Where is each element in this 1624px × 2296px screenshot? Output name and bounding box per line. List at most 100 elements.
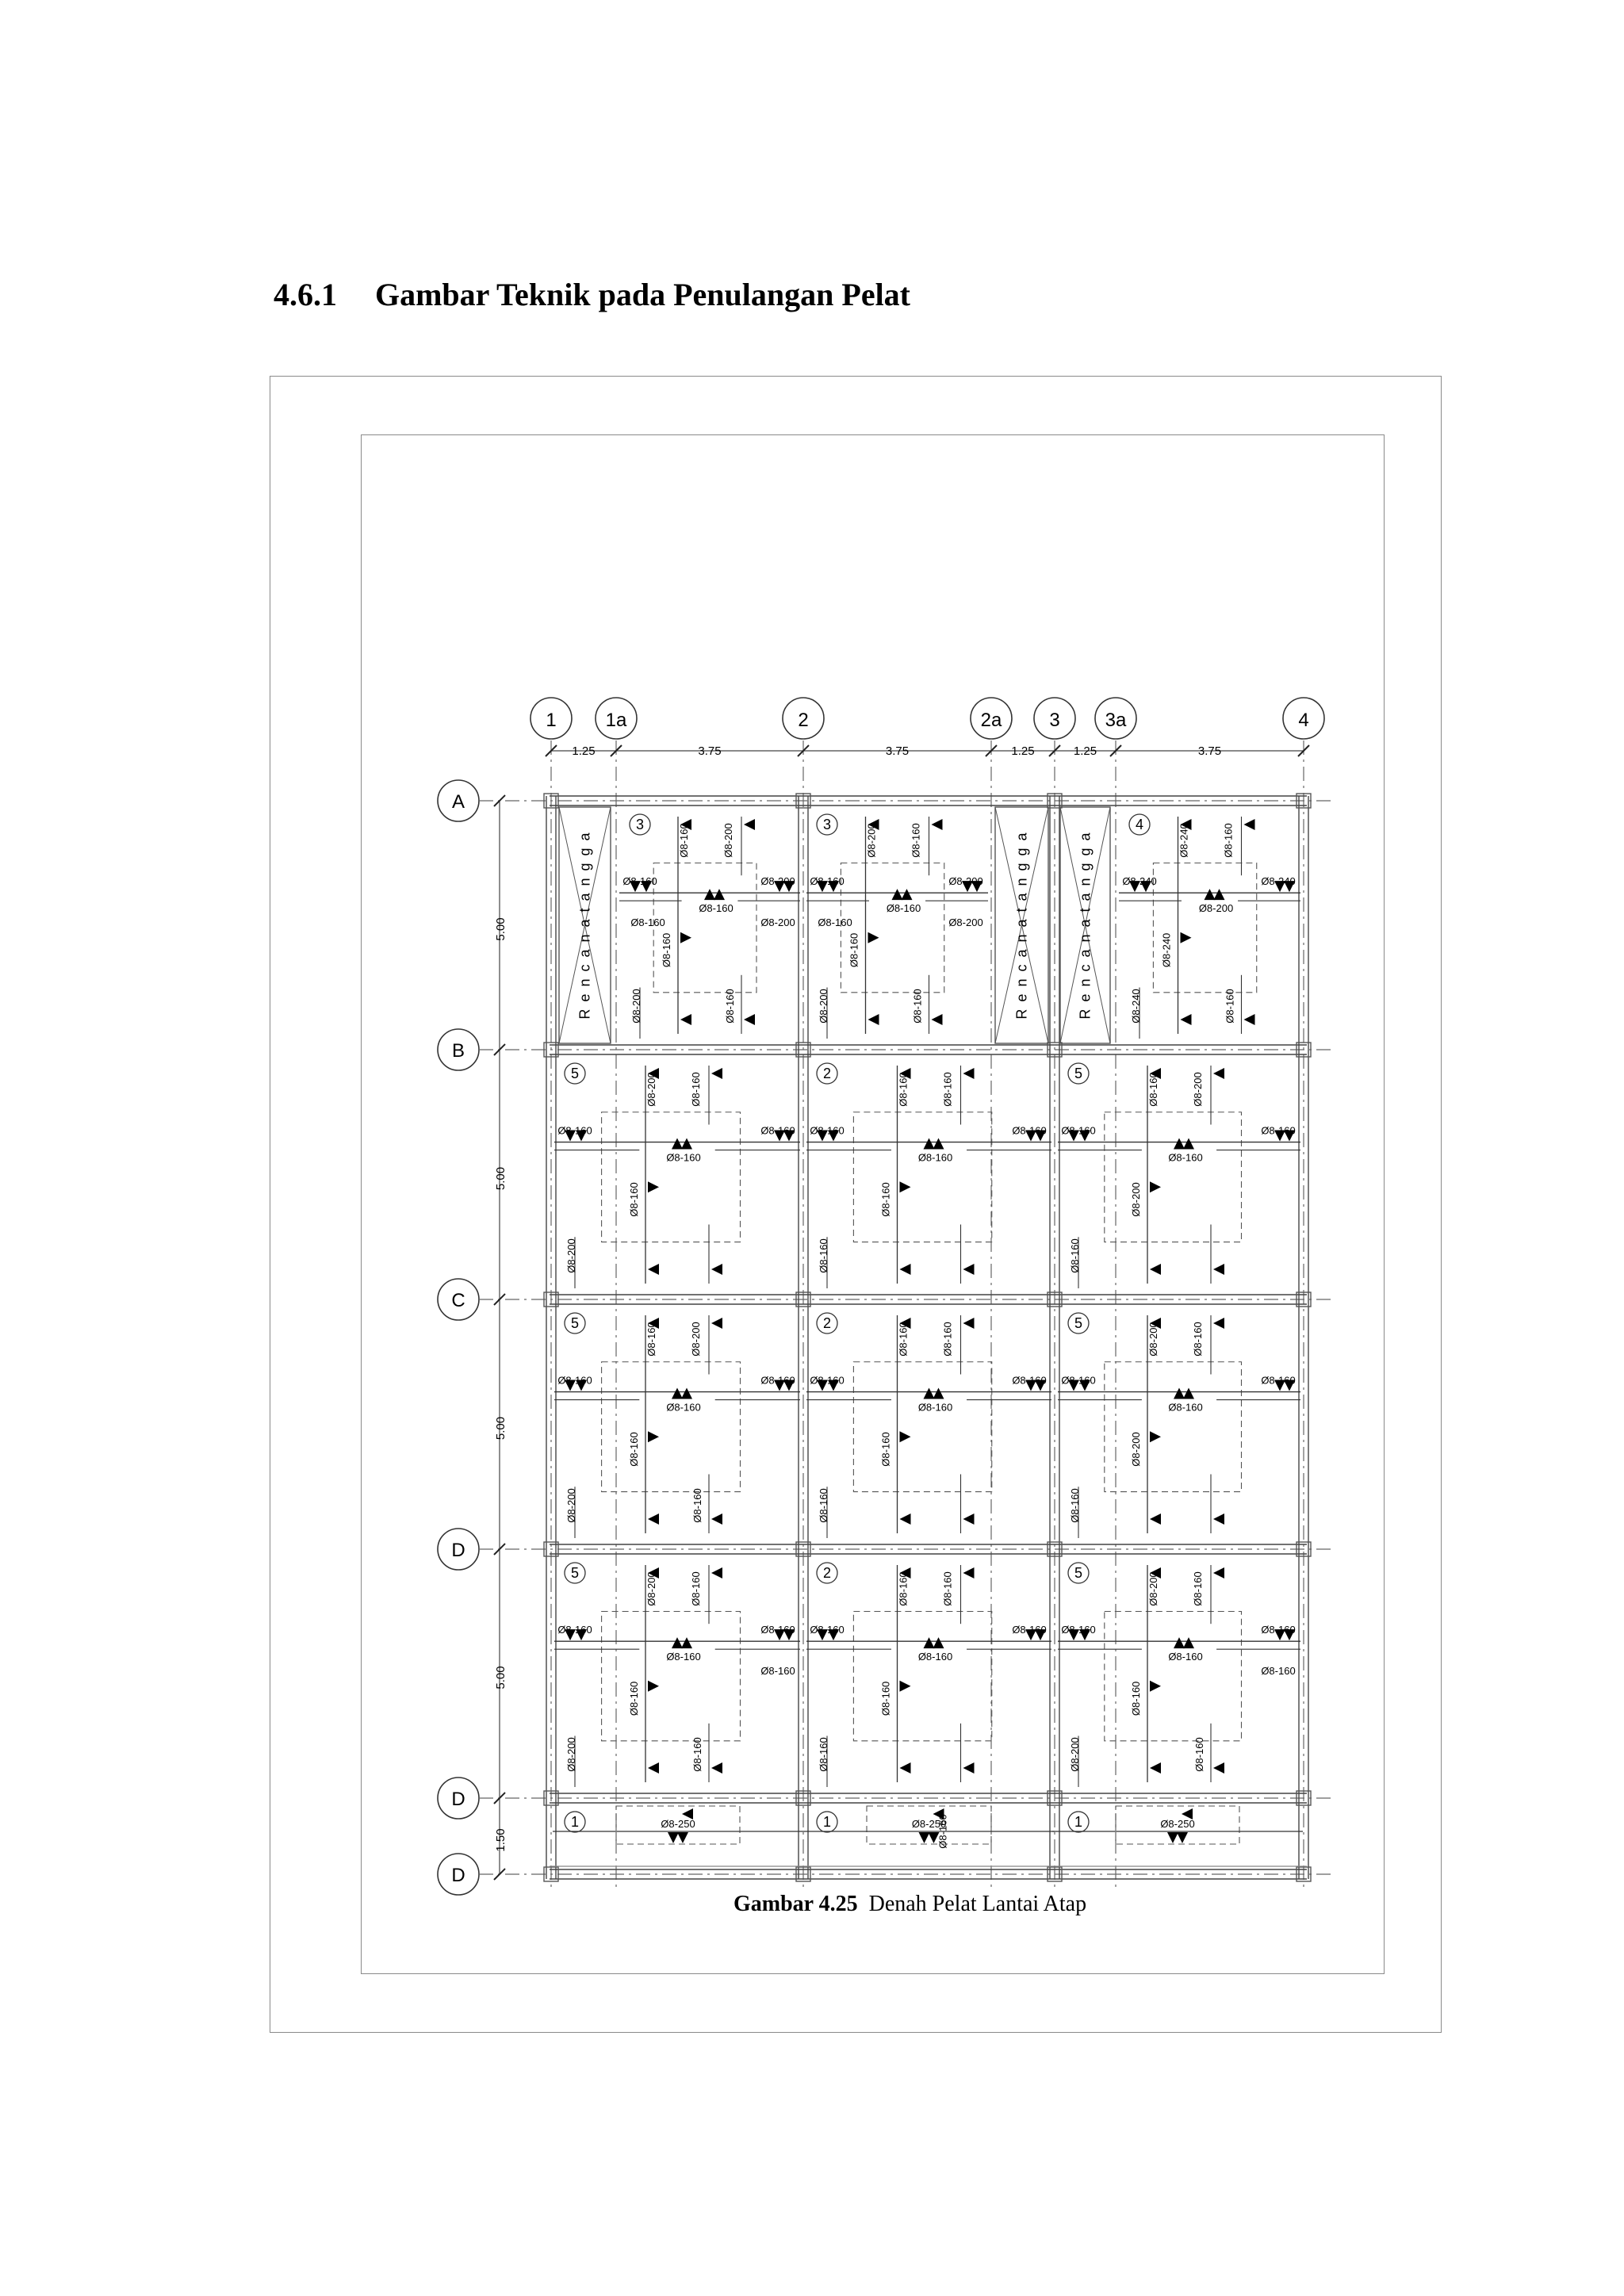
rebar-arrow bbox=[1150, 1068, 1161, 1079]
rebar-arrow bbox=[1284, 881, 1295, 893]
rebar-arrow bbox=[1079, 1629, 1090, 1641]
rebar-arrow bbox=[648, 1513, 659, 1525]
rebar-arrow bbox=[744, 1014, 755, 1025]
rebar-arrow bbox=[641, 881, 652, 893]
rebar-label: Ø8-160 bbox=[1130, 1682, 1142, 1716]
rebar-label: Ø8-160 bbox=[1192, 1571, 1204, 1605]
rebar-arrow bbox=[682, 1808, 693, 1820]
panel-type-bubble bbox=[816, 1312, 838, 1334]
rebar-arrow bbox=[680, 932, 691, 943]
column-grid-bubble bbox=[1282, 697, 1325, 740]
rebar-arrow bbox=[963, 1762, 975, 1774]
rebar-arrow bbox=[1213, 1513, 1224, 1525]
rebar-arrow bbox=[1213, 1567, 1224, 1578]
panel-type-label: 2 bbox=[823, 1565, 831, 1581]
rebar-label: Ø8-160 bbox=[1224, 989, 1236, 1023]
rebar-label: Ø8-160 bbox=[937, 1814, 949, 1848]
rebar-label: Ø8-160 bbox=[691, 1737, 703, 1771]
column-dim-label: 3.75 bbox=[1198, 744, 1221, 758]
rebar-label: Ø8-160 bbox=[898, 1322, 910, 1356]
rebar-label: Ø8-200 bbox=[645, 1072, 657, 1106]
panel-type-bubble bbox=[1128, 813, 1151, 836]
rebar-label: Ø8-160 bbox=[690, 1072, 702, 1106]
rebar-label: Ø8-200 bbox=[1199, 902, 1233, 914]
rebar-arrow bbox=[817, 1629, 828, 1641]
rebar-arrow bbox=[828, 1629, 839, 1641]
panel-type-bubble bbox=[816, 813, 838, 836]
stair-opening bbox=[1059, 806, 1111, 1044]
row-grid-label: C bbox=[451, 1290, 465, 1311]
rebar-arrow bbox=[817, 881, 828, 893]
rebar-label: Ø8-200 bbox=[760, 916, 795, 928]
panel-type-label: 5 bbox=[1074, 1315, 1082, 1331]
rebar-arrow bbox=[1025, 1130, 1036, 1142]
column-square bbox=[1296, 793, 1312, 809]
middle-strip-zone bbox=[1104, 1610, 1243, 1742]
panel-type-label: 2 bbox=[823, 1315, 831, 1331]
rebar-arrow bbox=[899, 1068, 911, 1079]
column-dim-label: 1.25 bbox=[572, 744, 595, 758]
rebar-label: Ø8-160 bbox=[760, 1375, 795, 1387]
rebar-arrow bbox=[565, 1629, 576, 1641]
column-grid-bubble bbox=[970, 697, 1013, 740]
rebar-arrow bbox=[1150, 1181, 1161, 1193]
inner-frame bbox=[361, 434, 1385, 1974]
rebar-arrow bbox=[672, 1138, 683, 1150]
rebar-arrow bbox=[1150, 1318, 1161, 1329]
rebar-label: Ø8-160 bbox=[1012, 1125, 1046, 1137]
rebar-arrow bbox=[899, 1567, 911, 1578]
rebar-arrow bbox=[928, 1832, 940, 1843]
column-dim-label: 3.75 bbox=[886, 744, 909, 758]
panel-type-bubble bbox=[816, 1811, 838, 1833]
rebar-arrow bbox=[576, 1629, 587, 1641]
rebar-arrow bbox=[1177, 1832, 1188, 1843]
rebar-arrow bbox=[1183, 1637, 1194, 1649]
dim-tick bbox=[493, 1868, 506, 1881]
column-grid-bubble bbox=[1033, 697, 1076, 740]
stair-diagonal bbox=[1059, 806, 1111, 1044]
rebar-arrow bbox=[933, 1808, 944, 1820]
rebar-label: Ø8-160 bbox=[1261, 1375, 1295, 1387]
rebar-arrow bbox=[711, 1264, 722, 1275]
rebar-label: Ø8-160 bbox=[760, 1624, 795, 1636]
panel-type-bubble bbox=[1067, 1811, 1090, 1833]
rebar-arrow bbox=[1284, 1629, 1295, 1641]
rebar-arrow bbox=[783, 1380, 795, 1391]
column-square bbox=[1296, 1866, 1312, 1882]
rebar-arrow bbox=[923, 1138, 935, 1150]
rebar-label: Ø8-160 bbox=[1069, 1238, 1081, 1272]
rebar-arrow bbox=[1035, 1130, 1046, 1142]
dim-tick bbox=[493, 1043, 506, 1056]
rebar-label: Ø8-200 bbox=[1130, 1432, 1142, 1466]
figure-caption: Gambar 4.25 Denah Pelat Lantai Atap bbox=[733, 1892, 1086, 1917]
column-square bbox=[1047, 1790, 1063, 1806]
rebar-arrow bbox=[1183, 1138, 1194, 1150]
middle-strip-zone bbox=[852, 1112, 993, 1243]
rebar-arrow bbox=[891, 889, 903, 901]
stair-label: R e n c a n a t a n g g a bbox=[1078, 831, 1094, 1019]
column-dim-label: 1.25 bbox=[1011, 744, 1034, 758]
rebar-arrow bbox=[744, 819, 755, 830]
rebar-arrow bbox=[899, 1513, 911, 1525]
rebar-arrow bbox=[971, 881, 982, 893]
rebar-label: Ø8-200 bbox=[630, 989, 642, 1023]
panel-type-bubble bbox=[1067, 1562, 1090, 1584]
panel-type-bubble bbox=[564, 1312, 586, 1334]
column-grid-label: 3 bbox=[1049, 710, 1059, 731]
rebar-label: Ø8-200 bbox=[1069, 1737, 1081, 1771]
rebar-arrow bbox=[1274, 1130, 1285, 1142]
rebar-label: Ø8-160 bbox=[818, 1737, 829, 1771]
column-square bbox=[795, 1042, 811, 1058]
rebar-arrow bbox=[672, 1637, 683, 1649]
rebar-arrow bbox=[1025, 1629, 1036, 1641]
panel-type-bubble bbox=[629, 813, 651, 836]
rebar-arrow bbox=[1180, 932, 1192, 943]
column-grid-label: 1 bbox=[546, 710, 556, 731]
dim-tick bbox=[985, 744, 998, 757]
rebar-label: Ø8-160 bbox=[1168, 1651, 1202, 1663]
panel-type-label: 5 bbox=[1074, 1565, 1082, 1581]
rebar-label: Ø8-200 bbox=[1192, 1072, 1204, 1106]
rebar-arrow bbox=[1204, 889, 1216, 901]
